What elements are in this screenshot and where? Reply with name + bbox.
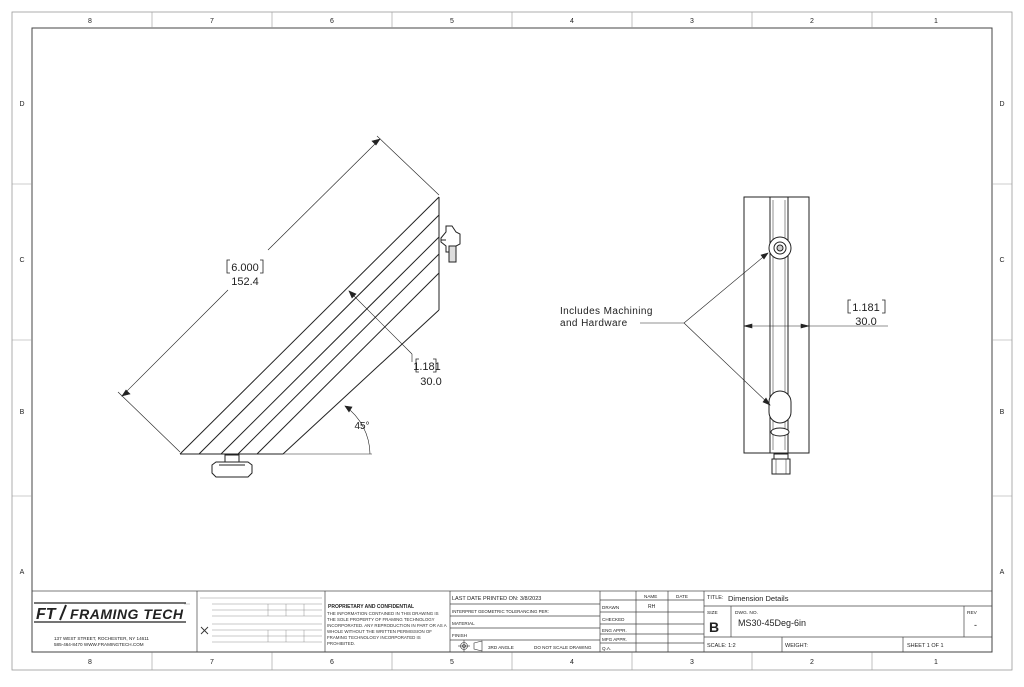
zone-top-5: 5 [450,18,454,25]
eng-appr-label: ENG APPR. [602,628,627,633]
mfg-appr-label: MFG APPR. [602,637,627,642]
zone-ticks [12,12,1012,670]
zone-right-b: B [1000,409,1005,416]
company-contact: 585-464-8470 WWW.FRAMINGTECH.COM [54,642,144,647]
weight-label: WEIGHT: [785,643,808,649]
length-dimension [117,135,440,453]
drawn-label: DRAWN [602,605,619,610]
zone-bottom-2: 2 [810,659,814,666]
zone-bottom-8: 8 [88,659,92,666]
right-view-hardware-top [768,236,792,260]
title-value: Dimension Details [728,594,789,603]
tolerance-block [200,597,322,643]
left-view-tnut-bottom [211,454,253,478]
title-label: TITLE: [707,595,724,601]
dwg-no-value: MS30-45Deg-6in [738,618,806,628]
zone-labels-left: D C B A [19,101,24,576]
scale-label: SCALE: 1:2 [707,643,736,649]
zone-bottom-1: 1 [934,659,938,666]
third-angle-label: 3RD ANGLE [488,645,514,650]
size-label: SIZE [707,610,718,616]
left-view-profile [179,196,440,455]
zone-top-6: 6 [330,18,334,25]
note-text-line1: Includes Machining [560,306,653,317]
proprietary-title: PROPRIETARY AND CONFIDENTIAL [328,604,414,610]
rev-value: - [974,620,977,630]
proprietary-text-box: THE INFORMATION CONTAINED IN THIS DRAWIN… [327,611,447,646]
drawing-border [31,27,993,653]
zone-top-1: 1 [934,18,938,25]
framing-tech-logo: FT FRAMING TECH [34,602,186,624]
zone-right-c: C [999,257,1004,264]
zone-left-b: B [20,409,25,416]
left-width-brackets [415,358,437,373]
finish-label: FINISH [452,633,467,638]
left-view-tnut-top [440,225,461,263]
zone-bottom-4: 4 [570,659,574,666]
right-width-inches: 1.181 [852,302,880,314]
title-block-grid [31,590,993,653]
note-text-line2: and Hardware [560,318,628,329]
length-dimension-brackets [226,259,264,274]
zone-bottom-6: 6 [330,659,334,666]
do-not-scale: DO NOT SCALE DRAWING [534,645,592,650]
length-dimension-mm: 152.4 [231,276,259,288]
zone-left-c: C [19,257,24,264]
length-dimension-inches: 6.000 [231,262,259,274]
company-address: 137 WEST STREET, ROCHESTER, NY 14611 [54,636,149,641]
interpret-tolerancing: INTERPRET GEOMETRIC TOLERANCING PER: [452,609,549,614]
left-width-mm: 30.0 [420,376,441,388]
right-view-hardware-bottom [768,390,792,475]
zone-top-4: 4 [570,18,574,25]
drawn-name: RH [648,604,656,610]
qa-label: Q.A. [602,646,611,651]
sheet-label: SHEET 1 OF 1 [907,643,944,649]
left-width-inches: 1.181 [413,361,441,373]
zone-top-8: 8 [88,18,92,25]
zone-left-d: D [19,101,24,108]
right-width-brackets [847,299,886,314]
zone-bottom-5: 5 [450,659,454,666]
size-value: B [709,619,719,635]
zone-left-a: A [20,569,25,576]
zone-top-3: 3 [690,18,694,25]
zone-labels-bottom: 8 7 6 5 4 3 2 1 [88,659,938,666]
note-leaders [640,252,771,406]
right-width-mm: 30.0 [855,316,876,328]
zone-labels-right: D C B A [999,101,1004,576]
rev-label: REV [967,610,978,616]
dwg-no-label: DWG. NO. [735,610,758,616]
date-header: DATE [676,594,688,599]
logo-ft: FT [36,606,57,623]
right-width-dimension [743,323,888,329]
angle-dimension [344,405,371,455]
logo-name: FRAMING TECH [70,606,184,622]
left-width-dimension [348,290,413,362]
zone-top-2: 2 [810,18,814,25]
zone-bottom-7: 7 [210,659,214,666]
third-angle-projection-icon [458,640,483,652]
zone-right-d: D [999,101,1004,108]
zone-top-7: 7 [210,18,214,25]
zone-bottom-3: 3 [690,659,694,666]
last-printed: LAST DATE PRINTED ON: 3/8/2023 [452,596,541,602]
zone-right-a: A [1000,569,1005,576]
outer-border [11,11,1013,671]
zone-labels-top: 8 7 6 5 4 3 2 1 [88,18,938,25]
proprietary-text: THE INFORMATION CONTAINED IN THIS DRAWIN… [327,611,447,646]
angle-label: 45° [354,421,369,432]
name-header: NAME [644,594,657,599]
checked-label: CHECKED [602,617,625,622]
material-label: MATERIAL [452,621,475,626]
